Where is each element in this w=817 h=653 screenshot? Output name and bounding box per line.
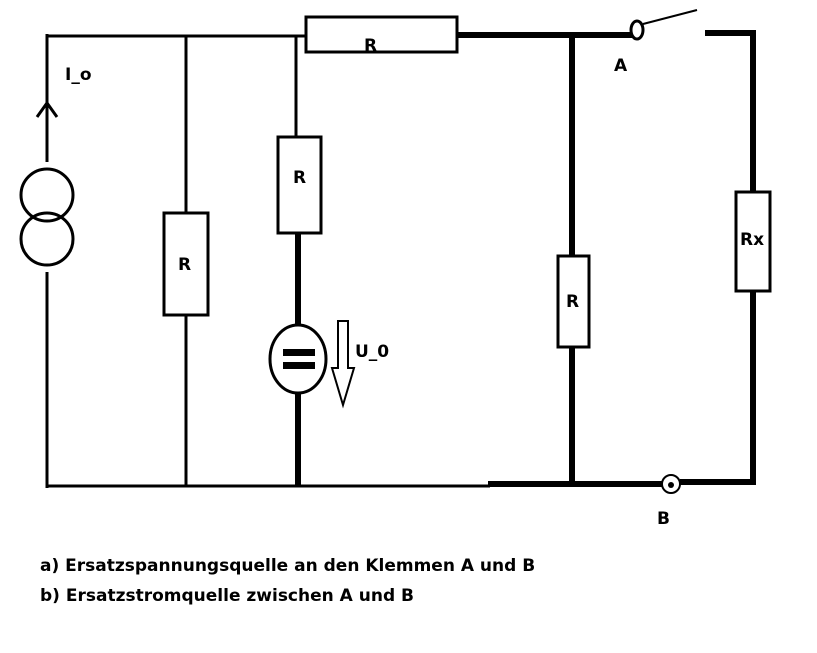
voltage-source-plate-top <box>283 349 315 356</box>
voltage-source-circle <box>268 323 328 395</box>
task-a: a) Ersatzspannungsquelle an den Klemmen … <box>40 556 536 576</box>
label-terminal-b: B <box>657 509 670 529</box>
voltage-source-plate-bottom <box>283 362 315 369</box>
label-r-top: R <box>364 36 377 56</box>
label-source-current: I_o <box>65 65 92 85</box>
resistor-left <box>162 211 210 317</box>
label-r-left: R <box>178 255 191 275</box>
terminal-b-dot-icon <box>668 482 674 488</box>
current-arrow-icon <box>35 100 59 118</box>
task-b: b) Ersatzstromquelle zwischen A und B <box>40 586 414 606</box>
terminal-a-icon[interactable] <box>629 19 645 41</box>
resistor-rx <box>734 190 772 293</box>
voltage-arrow-icon <box>330 320 356 409</box>
current-source-circle-top <box>19 167 75 223</box>
label-voltage: U_0 <box>355 342 389 362</box>
label-terminal-a: A <box>614 56 628 76</box>
label-r-right: R <box>566 292 579 312</box>
label-rx: Rx <box>740 230 764 250</box>
resistor-right <box>556 254 591 349</box>
switch-blade[interactable] <box>642 9 698 25</box>
label-r-mid: R <box>293 168 306 188</box>
resistor-mid <box>276 135 323 235</box>
current-source-gap <box>38 162 58 272</box>
resistor-top <box>304 15 459 54</box>
current-source-circle-bottom <box>19 211 75 267</box>
